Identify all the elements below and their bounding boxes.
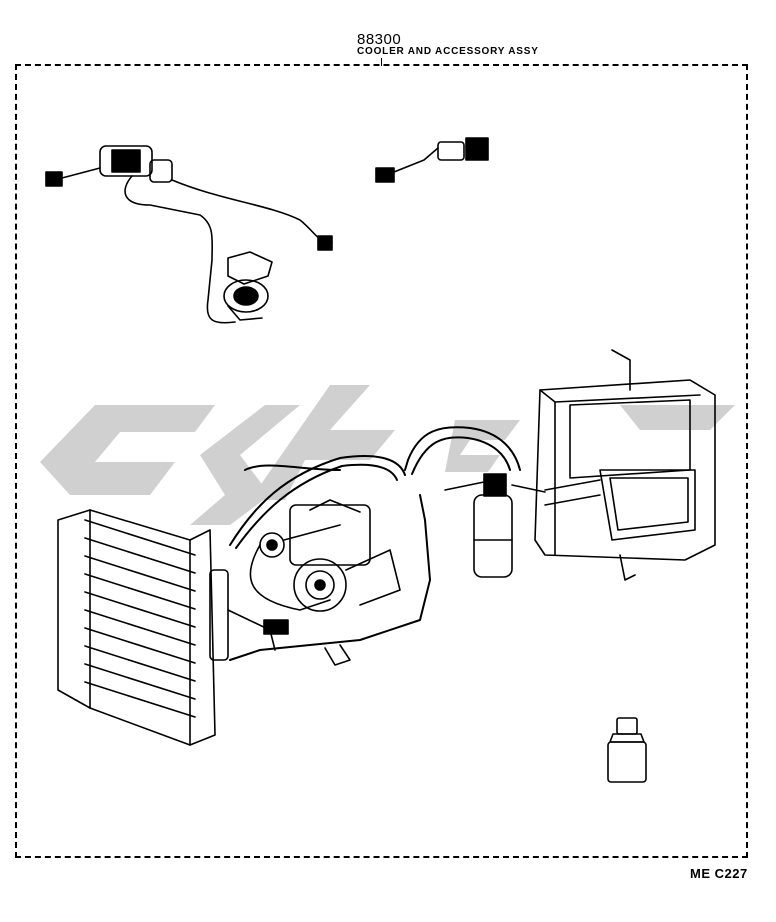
leader-line <box>381 58 382 66</box>
receiver-dryer <box>444 473 546 578</box>
part-number: 88300 <box>357 31 402 48</box>
compressor <box>249 499 401 612</box>
connector-harness <box>375 137 489 183</box>
evaporator-unit <box>534 349 716 581</box>
vacuum-switch-harness <box>45 145 333 324</box>
watermark-logo <box>40 385 735 525</box>
refrigerant-hoses <box>229 426 521 661</box>
mounting-bracket <box>324 644 351 666</box>
condenser <box>57 509 289 746</box>
assembly-frame <box>15 64 748 858</box>
part-name: COOLER AND ACCESSORY ASSY <box>357 46 539 57</box>
compressor-oil-bottle <box>607 717 647 783</box>
figure-code: ME C227 <box>690 866 748 881</box>
